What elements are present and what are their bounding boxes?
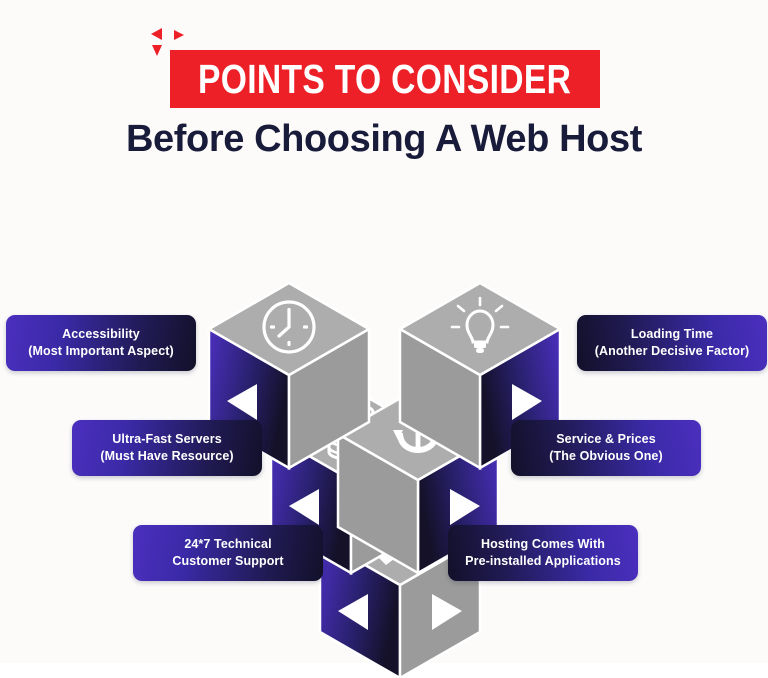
banner-title: POINTS TO CONSIDER [198, 55, 572, 102]
left-arrow-icon [289, 489, 319, 525]
lightbulb-icon [450, 296, 510, 353]
page-subtitle: Before Choosing A Web Host [126, 118, 642, 160]
list-item[interactable]: Hosting Comes With Pre-installed Applica… [448, 525, 638, 581]
point-subtitle: (Most Important Aspect) [28, 344, 174, 358]
point-title: Ultra-Fast Servers [112, 431, 222, 446]
point-subtitle: (Another Decisive Factor) [594, 344, 750, 358]
right-arrow-icon [450, 489, 480, 525]
right-arrow-icon [512, 384, 542, 420]
clock-icon [262, 300, 316, 354]
decor-triangle-right-icon [174, 30, 184, 40]
point-subtitle: Pre-installed Applications [465, 554, 621, 568]
cube-face-top [397, 281, 563, 377]
list-item[interactable]: Ultra-Fast Servers (Must Have Resource) [72, 420, 262, 476]
left-arrow-icon [227, 384, 257, 420]
list-item[interactable]: Loading Time (Another Decisive Factor) [577, 315, 767, 371]
infographic-diagram: Accessibility (Most Important Aspect) Ul… [0, 255, 768, 678]
decor-triangle-down-icon [152, 45, 162, 56]
list-item[interactable]: Service & Prices (The Obvious One) [511, 420, 701, 476]
point-title: Accessibility [62, 326, 140, 341]
banner-strip: POINTS TO CONSIDER [170, 50, 600, 108]
list-item[interactable]: 24*7 Technical Customer Support [133, 525, 323, 581]
point-subtitle: (Must Have Resource) [100, 449, 234, 463]
point-subtitle: (The Obvious One) [549, 449, 663, 463]
decor-triangle-left-icon [151, 28, 162, 40]
point-title: Loading Time [630, 326, 714, 341]
point-title: 24*7 Technical [184, 536, 272, 551]
header: POINTS TO CONSIDER Before Choosing A Web… [0, 0, 768, 185]
list-item[interactable]: Accessibility (Most Important Aspect) [6, 315, 196, 371]
left-arrow-icon [338, 594, 368, 630]
right-arrow-icon [432, 594, 462, 630]
point-title: Hosting Comes With [481, 536, 605, 551]
point-title: Service & Prices [556, 431, 656, 446]
point-subtitle: Customer Support [172, 554, 284, 568]
